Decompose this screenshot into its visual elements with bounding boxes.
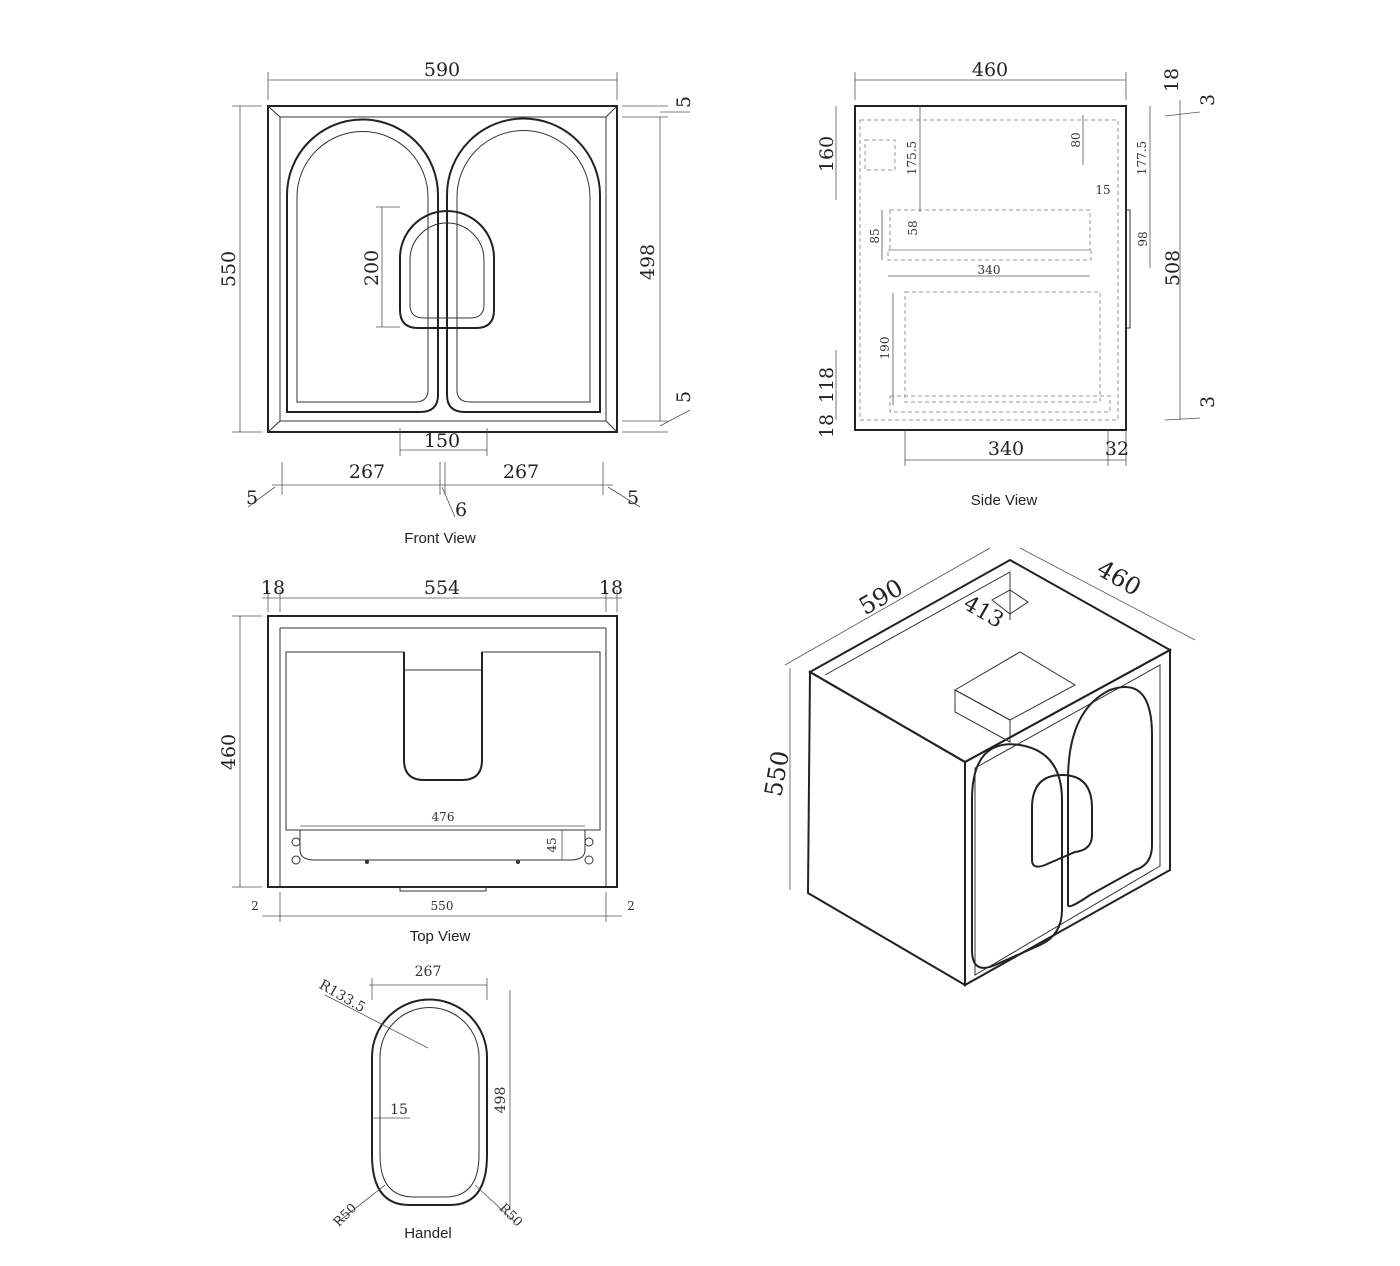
handle-front [399, 210, 495, 329]
top-left18-label: 18 [261, 577, 285, 599]
side-handle [1125, 209, 1131, 329]
side-118-label: 118 [816, 367, 838, 403]
top-45-label: 45 [545, 837, 559, 852]
front-view: 590 550 498 5 5 200 150 267 267 5 6 5 Fr… [218, 59, 695, 547]
isometric-view: 590 460 413 550 [759, 547, 1196, 987]
iso-height-label: 550 [759, 749, 795, 799]
left-door-arch [286, 118, 439, 413]
side-98-label: 98 [1136, 231, 1150, 246]
gap-bottom-label: 5 [673, 391, 695, 403]
side-508-label: 508 [1162, 250, 1184, 286]
side-32-label: 32 [1105, 438, 1129, 460]
side-view: 460 18 3 160 175.5 80 177.5 15 85 58 98 … [816, 59, 1219, 509]
iso-inner-label: 413 [959, 591, 1008, 634]
door-height-label: 498 [637, 244, 659, 280]
side-gap3-top-label: 3 [1197, 94, 1219, 106]
iso-right-door [1067, 686, 1153, 908]
front-width-label: 590 [424, 59, 460, 81]
handle-width-label: 267 [415, 964, 442, 980]
side-view-caption: Side View [971, 492, 1038, 509]
handle-radius-label: R133.5 [316, 977, 368, 1016]
handle-view: 267 R133.5 15 498 R50 R50 Handel [316, 964, 525, 1242]
side-58-label: 58 [906, 220, 920, 235]
iso-depth-label: 460 [1092, 554, 1146, 601]
top-460-label: 460 [218, 734, 240, 770]
side-160-label: 160 [816, 136, 838, 172]
iso-left-door [971, 743, 1063, 969]
top-view: 18 554 18 460 476 45 2 550 2 Top View [218, 577, 635, 945]
iso-width-label: 590 [854, 573, 908, 620]
top-550-label: 550 [431, 899, 454, 913]
handle-thickness-label: 15 [390, 1102, 408, 1118]
front-view-caption: Front View [404, 530, 476, 547]
side-190-label: 190 [878, 337, 892, 360]
handle-r-left-label: R50 [331, 1201, 360, 1230]
side-175-5-label: 175.5 [905, 141, 919, 175]
gap-top-label: 5 [673, 96, 695, 108]
side-80-label: 80 [1069, 132, 1083, 147]
handle-height-label: 200 [361, 250, 383, 286]
side-top18-label: 18 [1161, 68, 1183, 92]
side-177-5-label: 177.5 [1135, 141, 1149, 175]
iso-handle [1031, 773, 1093, 868]
right-door-arch [446, 117, 601, 413]
side-right-label: 5 [627, 487, 639, 509]
side-15-label: 15 [1095, 183, 1110, 197]
handle-caption: Handel [404, 1225, 452, 1242]
top-476-label: 476 [432, 810, 455, 824]
handle-r-right-label: R50 [496, 1201, 525, 1230]
side-85-label: 85 [868, 228, 882, 243]
side-340-inner-label: 340 [978, 263, 1001, 277]
top-554-label: 554 [424, 577, 460, 599]
top-left2-label: 2 [251, 899, 259, 913]
handle-height-label: 498 [493, 1087, 509, 1114]
center-gap-label: 6 [455, 499, 467, 521]
side-depth-label: 460 [972, 59, 1008, 81]
door-right-label: 267 [503, 461, 539, 483]
side-gap3-bottom-label: 3 [1197, 396, 1219, 408]
top-right2-label: 2 [627, 899, 635, 913]
side-left-label: 5 [246, 487, 258, 509]
side-bottom18-label: 18 [816, 414, 838, 438]
door-left-label: 267 [349, 461, 385, 483]
front-height-label: 550 [218, 251, 240, 287]
top-right18-label: 18 [599, 577, 623, 599]
handle-width-label: 150 [424, 430, 460, 452]
top-view-caption: Top View [410, 928, 471, 945]
side-340-label: 340 [988, 438, 1024, 460]
